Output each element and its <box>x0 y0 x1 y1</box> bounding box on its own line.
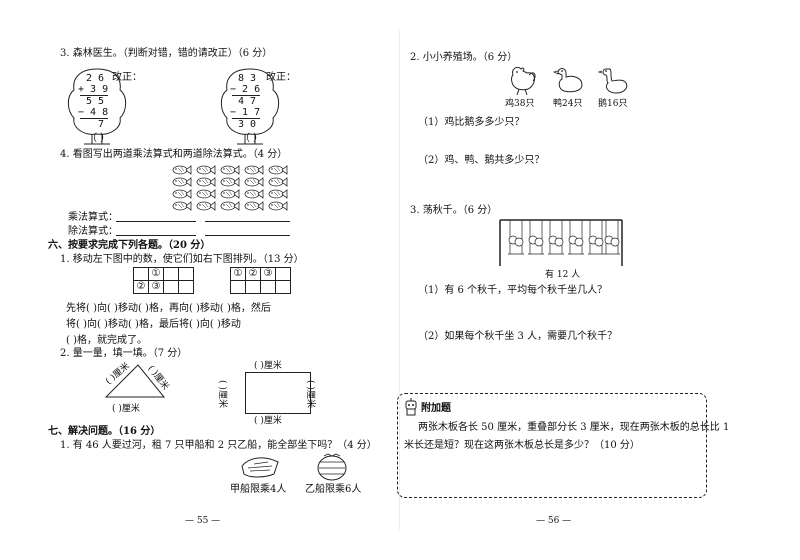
grid-cell: ① <box>148 267 164 281</box>
rectangle-shape <box>245 372 311 414</box>
s7-q1-title: 1. 有 46 人要过河，租 7 只甲船和 2 只乙船，能全部坐下吗？（4 分） <box>60 440 377 451</box>
tree-2-row-5: 3 0 <box>238 119 257 130</box>
tree-2-fix-label: 改正： <box>266 72 296 83</box>
robot-icon <box>405 398 417 416</box>
boat-b-label: 乙船限乘6人 <box>305 484 362 495</box>
tree-2-row-1: 8 3 <box>238 73 257 84</box>
mult-answer-line-2[interactable] <box>205 221 290 222</box>
tree-1-row-3: 5 5 <box>86 96 105 107</box>
tree-1-row-4: − 4 8 <box>78 107 109 118</box>
bonus-line-2: 米长还是短？现在这两张木板总长是多少？（10 分） <box>404 440 640 451</box>
tree-1-row-2: + 3 9 <box>78 84 109 95</box>
q3-title: 3. 森林医生。（判断对错，错的请改正）（6 分） <box>60 48 273 59</box>
boat-a-icon <box>241 457 279 478</box>
grid-cell <box>178 280 194 294</box>
section-7-title: 七、解决问题。（16 分） <box>48 426 161 437</box>
triangle-shape <box>104 364 166 398</box>
s6-q1-line-1[interactable]: 先将( )向( )移动( )格，再向( )移动( )格，然后 <box>66 303 271 314</box>
tree-1-row-5: 7 <box>98 119 105 130</box>
rectangle-top-label[interactable]: ( )厘米 <box>254 361 282 371</box>
rectangle-right-label[interactable]: ( )厘米 <box>304 380 315 408</box>
grid-cell <box>163 280 179 294</box>
tree-2-row-4: − 1 7 <box>230 107 261 118</box>
boat-b-icon <box>317 453 347 481</box>
bonus-line-1: 两张木板各长 50 厘米，重叠部分长 3 厘米，现在两张木板的总长比 1 <box>418 422 730 433</box>
grid-cell <box>275 267 291 281</box>
grid-cell <box>178 267 194 281</box>
r-q2-sub2: （2）鸡、鸭、鹅共多少只？ <box>418 155 545 166</box>
r-q3-title: 3. 荡秋千。（6 分） <box>410 205 498 216</box>
goose-label: 鹅16只 <box>598 99 628 109</box>
s6-q2-title: 2. 量一量，填一填。（7 分） <box>60 348 188 359</box>
tree-2-answer-paren[interactable]: （ ） <box>240 133 264 144</box>
chicken-label: 鸡38只 <box>505 99 535 109</box>
tree-2-row-2: − 2 6 <box>230 84 261 95</box>
div-label: 除法算式： <box>68 226 118 237</box>
triangle-bottom-label[interactable]: ( )厘米 <box>112 404 140 414</box>
grid-cell <box>260 280 276 294</box>
div-answer-line-1[interactable] <box>116 235 196 236</box>
tree-2-drawing <box>220 68 280 145</box>
tree-1-row-1: 2 6 <box>86 73 105 84</box>
tree-1-answer-paren[interactable]: （ ） <box>87 133 111 144</box>
mult-label: 乘法算式： <box>68 212 118 223</box>
section-6-title: 六、按要求完成下列各题。（20 分） <box>48 240 211 251</box>
grid-cell <box>230 280 246 294</box>
grid-cell: ③ <box>260 267 276 281</box>
r-q3-sub1: （1）有 6 个秋千，平均每个秋千坐几人？ <box>418 285 608 296</box>
q4-title: 4. 看图写出两道乘法算式和两道除法算式。（4 分） <box>60 149 288 160</box>
right-page-number: — 56 — <box>536 516 572 526</box>
fish-group-icon <box>172 165 288 211</box>
rectangle-bottom-label[interactable]: ( )厘米 <box>254 416 282 426</box>
r-q2-sub1: （1）鸡比鹅多多少只？ <box>418 117 525 128</box>
grid-cell <box>163 267 179 281</box>
tree-1-drawing <box>67 68 127 145</box>
duck-icon <box>552 68 583 93</box>
div-answer-line-2[interactable] <box>205 235 290 236</box>
grid-cell: ② <box>245 267 261 281</box>
tree-1-fix-label: 改正： <box>112 72 142 83</box>
left-page-number: — 55 — <box>185 516 221 526</box>
s6-q1-line-3[interactable]: ( )格，就完成了。 <box>66 335 147 346</box>
s6-q1-title: 1. 移动左下图中的数，使它们如右下图排列。（13 分） <box>60 254 304 265</box>
bonus-box <box>397 393 707 498</box>
grid-cell: ② <box>133 280 149 294</box>
mult-answer-line-1[interactable] <box>116 221 196 222</box>
grid-cell <box>133 267 149 281</box>
tree-2-row-3: 4 7 <box>238 96 257 107</box>
r-q2-title: 2. 小小养殖场。（6 分） <box>410 52 518 63</box>
boat-a-label: 甲船限乘4人 <box>230 484 287 495</box>
grid-cell: ③ <box>148 280 164 294</box>
s6-q1-line-2[interactable]: 将( )向( )移动( )格，最后将( )向( )移动 <box>66 319 241 330</box>
rectangle-left-label[interactable]: ( )厘米 <box>216 380 227 408</box>
bonus-title: 附加题 <box>421 403 451 414</box>
duck-label: 鸭24只 <box>553 99 583 109</box>
chicken-icon <box>511 66 536 96</box>
grid-cell <box>275 280 291 294</box>
swing-caption: 有 12 人 <box>545 270 581 280</box>
goose-icon <box>598 68 628 94</box>
grid-cell: ① <box>230 267 246 281</box>
page-divider <box>399 30 400 530</box>
r-q3-sub2: （2）如果每个秋千坐 3 人，需要几个秋千？ <box>418 331 618 342</box>
swing-illustration <box>499 219 623 266</box>
grid-cell <box>245 280 261 294</box>
